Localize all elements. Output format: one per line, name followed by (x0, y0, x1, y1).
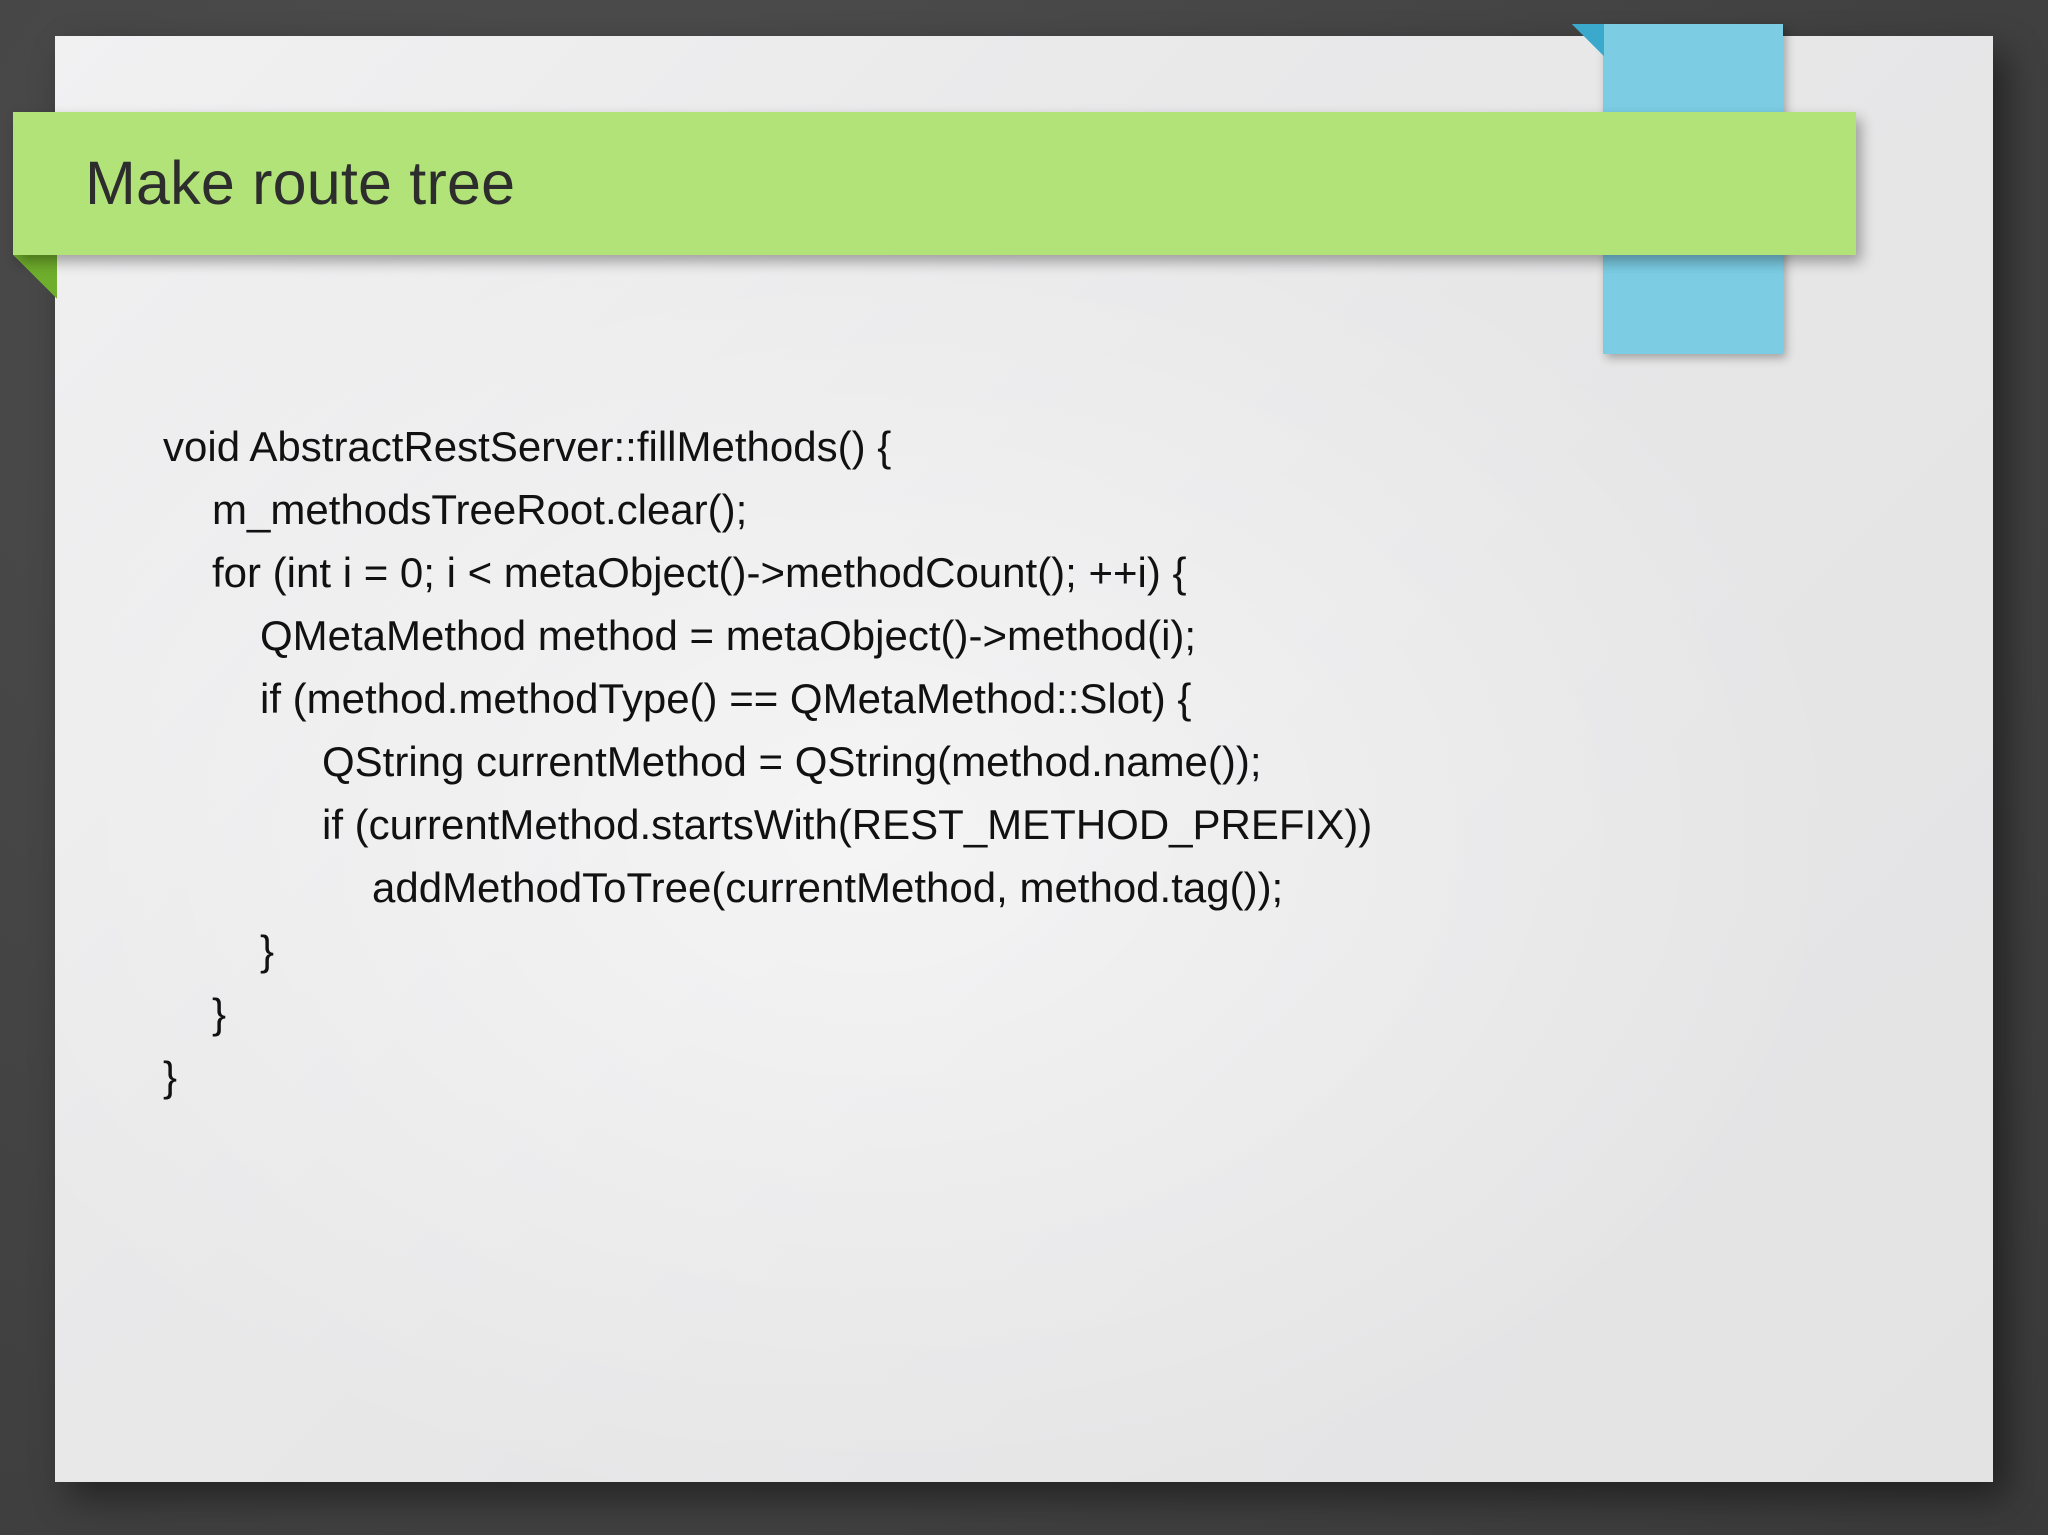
code-line: QString currentMethod = QString(method.n… (322, 738, 1262, 785)
page-title: Make route tree (85, 149, 516, 217)
accent-ribbon-blue-fold-icon (1572, 24, 1604, 57)
code-line: } (163, 1053, 178, 1100)
title-banner: Make route tree (13, 112, 1856, 255)
code-line: if (currentMethod.startsWith(REST_METHOD… (322, 801, 1373, 848)
code-line: addMethodToTree(currentMethod, method.ta… (372, 864, 1284, 911)
code-line: } (260, 927, 275, 974)
code-line: void AbstractRestServer::fillMethods() { (163, 423, 892, 470)
code-line: m_methodsTreeRoot.clear(); (212, 486, 748, 533)
code-line: if (method.methodType() == QMetaMethod::… (260, 675, 1192, 722)
code-line: } (212, 990, 227, 1037)
code-block: void AbstractRestServer::fillMethods() {… (0, 415, 2048, 1108)
code-line: QMetaMethod method = metaObject()->metho… (260, 612, 1197, 659)
code-line: for (int i = 0; i < metaObject()->method… (212, 549, 1187, 596)
title-banner-fold-icon (13, 255, 57, 299)
